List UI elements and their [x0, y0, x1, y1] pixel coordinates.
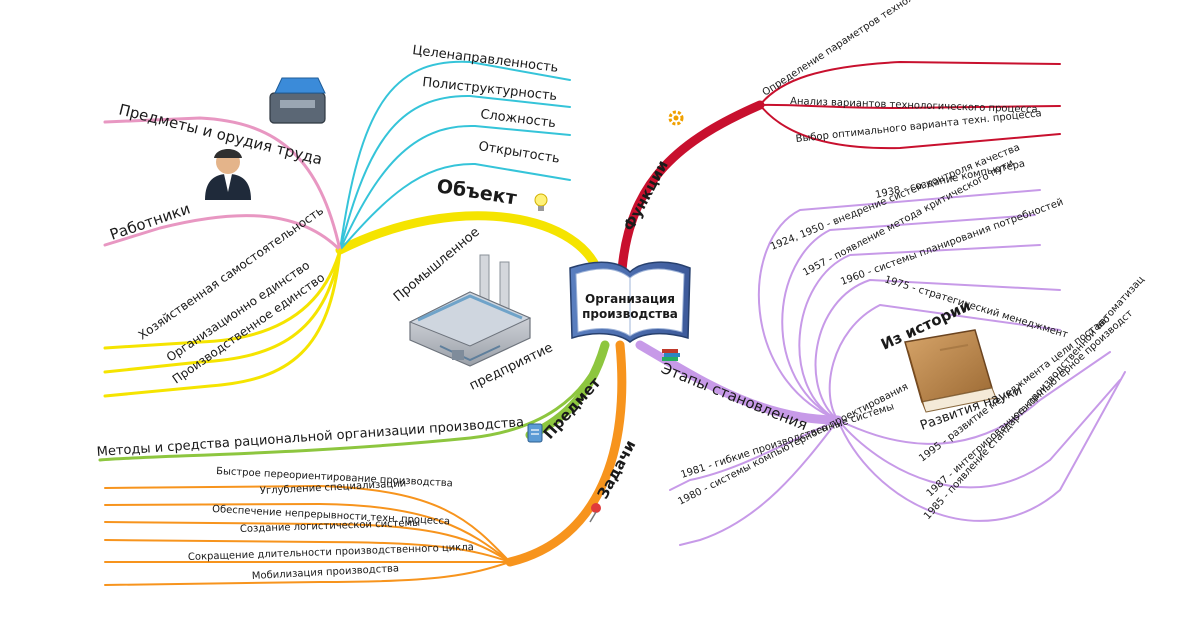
toolbox-icon: [269, 77, 326, 124]
functions-label[interactable]: Функции: [620, 157, 672, 234]
books-icon: [662, 349, 680, 361]
lightbulb-icon: [534, 193, 548, 211]
functions-item-1[interactable]: Определение параметров технологического …: [761, 0, 1010, 99]
object-item-1[interactable]: Целенаправленность: [412, 43, 560, 76]
unity-connectors: [103, 248, 342, 398]
center-title-line1: Организация: [585, 292, 675, 306]
tasks-connector: [505, 340, 627, 567]
object-items-connectors: [339, 60, 571, 251]
tasks-item-6[interactable]: Мобилизация производства: [252, 563, 400, 582]
object-item-2[interactable]: Полиструктурность: [422, 75, 558, 104]
stages-branch: Этапы становления 1924, 1950 - внедрение…: [635, 142, 1147, 546]
pushpin-icon: [589, 503, 601, 523]
factory-icon: [408, 254, 532, 367]
stages-label[interactable]: Этапы становления: [659, 359, 811, 434]
object-branch: Объект Целенаправленность Полиструктурно…: [103, 43, 605, 398]
tasks-item-4[interactable]: Создание логистической системы: [240, 518, 421, 535]
tasks-items-connectors: [104, 485, 511, 586]
center-node[interactable]: Организация производства: [569, 261, 691, 343]
object-item-4[interactable]: Открытость: [477, 139, 560, 167]
factory-picture: Промышленное предприятие: [391, 225, 555, 394]
subject-connector: [98, 343, 607, 462]
gear-icon: [668, 110, 684, 126]
functions-connector: [617, 100, 765, 275]
object-connector: [335, 211, 605, 283]
resources-connectors: [103, 116, 342, 252]
tasks-item-5[interactable]: Сокращение длительности производственног…: [188, 542, 474, 563]
document-icon: [527, 423, 543, 443]
functions-items-connectors: [759, 61, 1061, 150]
book-icon: [904, 329, 997, 413]
object-label[interactable]: Объект: [435, 175, 518, 209]
worker-icon: [205, 149, 251, 200]
timeline-connectors: [669, 189, 1126, 546]
center-title-line2: производства: [582, 307, 678, 321]
subject-label[interactable]: Предмет: [540, 373, 605, 442]
resource-item-2[interactable]: Работники: [107, 199, 192, 243]
timeline-item-10[interactable]: 1980 - системы компьютерного проектирова…: [676, 381, 910, 507]
